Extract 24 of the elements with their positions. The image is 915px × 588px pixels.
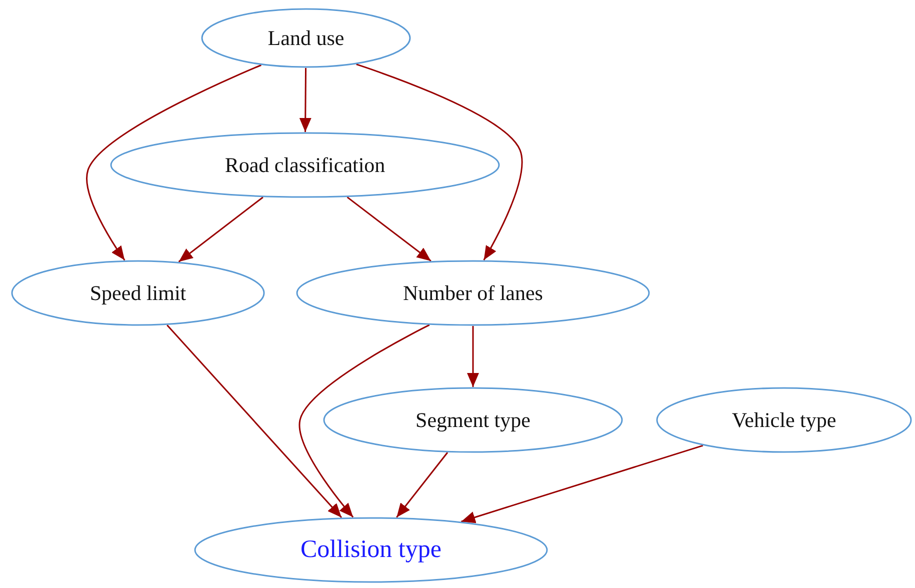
ellipse-node — [11, 260, 265, 326]
arrow — [298, 324, 430, 518]
arrow — [460, 444, 704, 524]
arrow — [467, 326, 479, 387]
node-label: Segment type — [416, 408, 530, 432]
arrow — [396, 452, 448, 518]
arrow — [346, 196, 432, 262]
node-label: Number of lanes — [403, 280, 543, 306]
arrow — [178, 196, 264, 262]
ellipse-node — [296, 260, 650, 326]
arrow — [166, 324, 342, 518]
node-label: Land use — [268, 26, 344, 50]
node-label: Road classification — [224, 152, 386, 178]
node-label: Vehicle type — [732, 408, 836, 432]
ellipse-node — [201, 8, 411, 68]
node-label: Speed limit — [90, 280, 186, 306]
node-label: Collision type — [300, 536, 442, 564]
ellipse-node — [194, 517, 548, 583]
arrow — [86, 64, 262, 261]
ellipse-node — [323, 387, 623, 453]
arrow — [356, 64, 523, 260]
ellipse-node — [110, 132, 500, 198]
arrow — [299, 68, 312, 132]
ellipse-node — [656, 387, 912, 453]
